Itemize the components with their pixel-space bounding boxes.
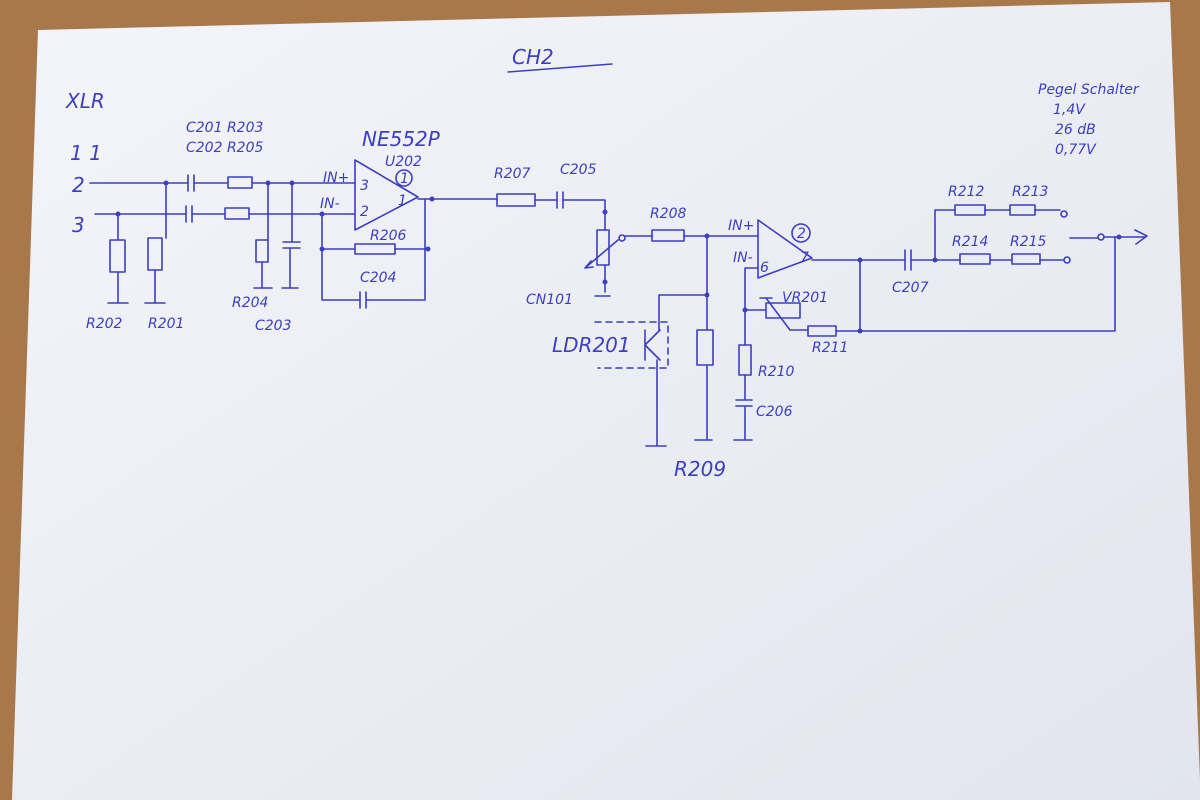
r215-label: R215 bbox=[1010, 234, 1047, 250]
c206-label: C206 bbox=[756, 404, 793, 420]
title-underline bbox=[507, 63, 613, 73]
opamp1-unit: 1 bbox=[400, 171, 409, 187]
xlr-pin2: 2 bbox=[72, 173, 85, 197]
cn101-label: CN101 bbox=[526, 292, 573, 308]
xlr-pin3: 3 bbox=[72, 213, 85, 237]
r213-label: R213 bbox=[1012, 184, 1048, 200]
opamp2-in-plus: IN+ bbox=[728, 218, 754, 234]
opamp1-pin-out: 1 bbox=[398, 193, 407, 209]
c203-label: C203 bbox=[255, 318, 292, 334]
r208-label: R208 bbox=[650, 206, 687, 222]
opamp2-pin-minus: 6 bbox=[760, 260, 769, 276]
xlr-pin1: 1 1 bbox=[70, 141, 102, 165]
opamp1-pin-minus: 2 bbox=[360, 204, 369, 220]
notes-line3: 0,77V bbox=[1055, 142, 1097, 158]
r209-label: R209 bbox=[674, 457, 726, 481]
r207-label: R207 bbox=[494, 166, 531, 182]
c207-label: C207 bbox=[892, 280, 929, 296]
c204-label: C204 bbox=[360, 270, 397, 286]
r214-label: R214 bbox=[952, 234, 988, 250]
paper-sheet bbox=[12, 2, 1200, 800]
opamp2-in-minus: IN- bbox=[733, 250, 753, 266]
opamp1-pin-plus: 3 bbox=[360, 178, 369, 194]
opamp2-pin-out: 7 bbox=[800, 250, 809, 266]
r211-label: R211 bbox=[812, 340, 848, 356]
r206-label: R206 bbox=[370, 228, 407, 244]
title: CH2 bbox=[512, 45, 554, 69]
ldr201-label: LDR201 bbox=[552, 333, 631, 357]
stage1-wiring bbox=[89, 159, 498, 309]
c205-label: C205 bbox=[560, 162, 597, 178]
vr201-label: VR201 bbox=[782, 290, 828, 306]
stage2-wiring bbox=[496, 191, 936, 447]
r202-label: R202 bbox=[86, 316, 123, 332]
opamp2-unit: 2 bbox=[797, 226, 806, 242]
r204-label: R204 bbox=[232, 295, 268, 311]
c202-r205-label: C202 R205 bbox=[186, 140, 263, 156]
opamp1-in-plus: IN+ bbox=[323, 170, 349, 186]
notes-heading: Pegel Schalter bbox=[1038, 82, 1140, 98]
opamp1-ref: U202 bbox=[385, 154, 422, 170]
c201-r203-label: C201 R203 bbox=[186, 120, 263, 136]
notes-line2: 26 dB bbox=[1055, 122, 1096, 138]
notes-line1: 1,4V bbox=[1053, 102, 1086, 118]
output-wiring bbox=[859, 204, 1148, 332]
opamp1-part: NE552P bbox=[362, 127, 441, 151]
opamp1-in-minus: IN- bbox=[320, 196, 340, 212]
r210-label: R210 bbox=[758, 364, 795, 380]
r201-label: R201 bbox=[148, 316, 184, 332]
r212-label: R212 bbox=[948, 184, 985, 200]
xlr-label: XLR bbox=[65, 89, 105, 113]
